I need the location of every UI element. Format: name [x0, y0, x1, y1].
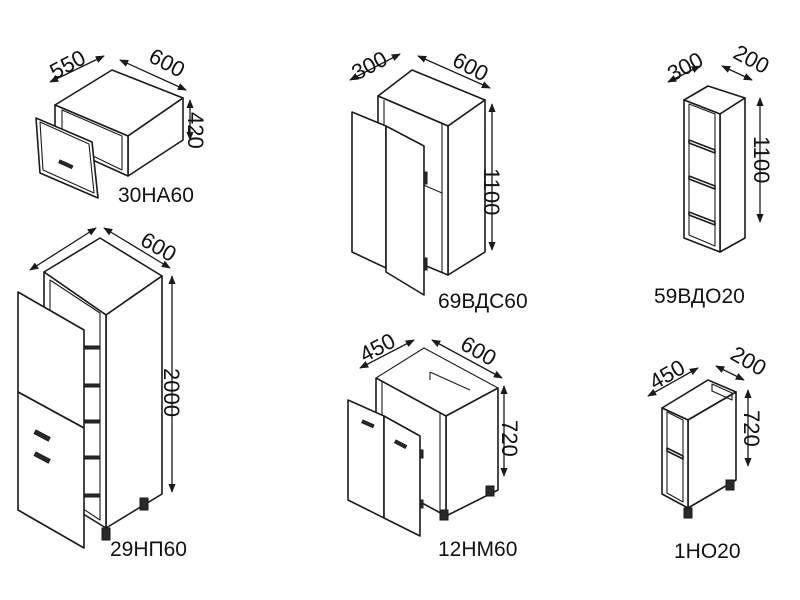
cabinet-1no20: 450 200 720 1НО20 — [645, 341, 771, 563]
cabinet-code: 12НМ60 — [438, 538, 517, 561]
depth-dimension-line — [349, 53, 401, 81]
height-label: 1100 — [479, 168, 504, 215]
hinge-icon — [419, 499, 424, 509]
depth-label: 550 — [46, 45, 90, 84]
cabinet-29np60: 600 2000 29НП60 — [17, 227, 187, 561]
handle-icon — [361, 419, 375, 429]
leg-icon — [439, 509, 449, 521]
height-label: 420 — [183, 112, 208, 149]
handle-icon — [33, 429, 51, 442]
depth-label: 450 — [645, 355, 689, 395]
width-dimension-line — [417, 55, 491, 89]
cabinet-69vds60: 300 600 1100 69ВДС60 — [347, 46, 527, 313]
cabinet-side — [105, 275, 163, 529]
cabinet-30na60: 550 600 420 30НА60 — [35, 43, 208, 207]
leg-icon — [139, 497, 149, 511]
depth-dimension-line — [667, 65, 701, 83]
leg-icon — [485, 485, 495, 497]
handle-icon — [33, 451, 51, 464]
cabinet-door — [35, 117, 99, 199]
width-dimension-line — [431, 339, 503, 379]
depth-label: 300 — [347, 46, 391, 85]
cabinet-front — [661, 407, 689, 509]
width-label: 600 — [136, 227, 180, 267]
depth-dimension-line — [29, 227, 97, 271]
depth-dimension-line — [49, 55, 105, 83]
width-dimension-line — [715, 365, 745, 381]
cabinet-12nm60: 450 600 720 12НМ60 — [347, 328, 522, 561]
right-door — [383, 415, 421, 537]
lower-door — [17, 391, 85, 549]
depth-dimension-line — [359, 339, 415, 369]
cabinet-code: 69ВДС60 — [438, 290, 528, 313]
width-dimension-line — [119, 59, 187, 91]
depth-label: 450 — [355, 328, 399, 367]
cabinet-code: 30НА60 — [118, 184, 194, 207]
cabinet-code: 59ВДО20 — [654, 285, 745, 308]
cabinet-side — [719, 97, 746, 253]
leg-icon — [725, 479, 735, 491]
leg-icon — [101, 527, 111, 541]
depth-dimension-line — [647, 367, 699, 397]
width-label: 600 — [456, 331, 500, 371]
height-label: 2000 — [159, 368, 184, 417]
cabinet-code: 29НП60 — [110, 538, 187, 561]
hinge-icon — [419, 449, 424, 459]
hinge-icon — [423, 257, 428, 271]
leg-icon — [683, 507, 693, 519]
width-label: 600 — [145, 43, 189, 82]
height-label: 1100 — [749, 136, 774, 183]
cabinet-side — [445, 387, 499, 517]
width-label: 600 — [448, 47, 492, 86]
handle-icon — [393, 439, 408, 449]
depth-label: 300 — [663, 47, 707, 86]
height-label: 720 — [497, 420, 522, 457]
width-dimension-line — [721, 65, 753, 81]
hinge-icon — [423, 171, 428, 185]
cabinet-59vdo20: 300 200 1100 59ВДО20 — [654, 40, 774, 308]
left-door — [351, 111, 387, 269]
handle-icon — [58, 159, 74, 170]
width-dimension-line — [103, 227, 171, 269]
cabinet-code: 1НО20 — [674, 540, 741, 563]
left-door — [347, 399, 385, 519]
height-label: 720 — [739, 410, 764, 447]
right-door — [385, 125, 425, 296]
